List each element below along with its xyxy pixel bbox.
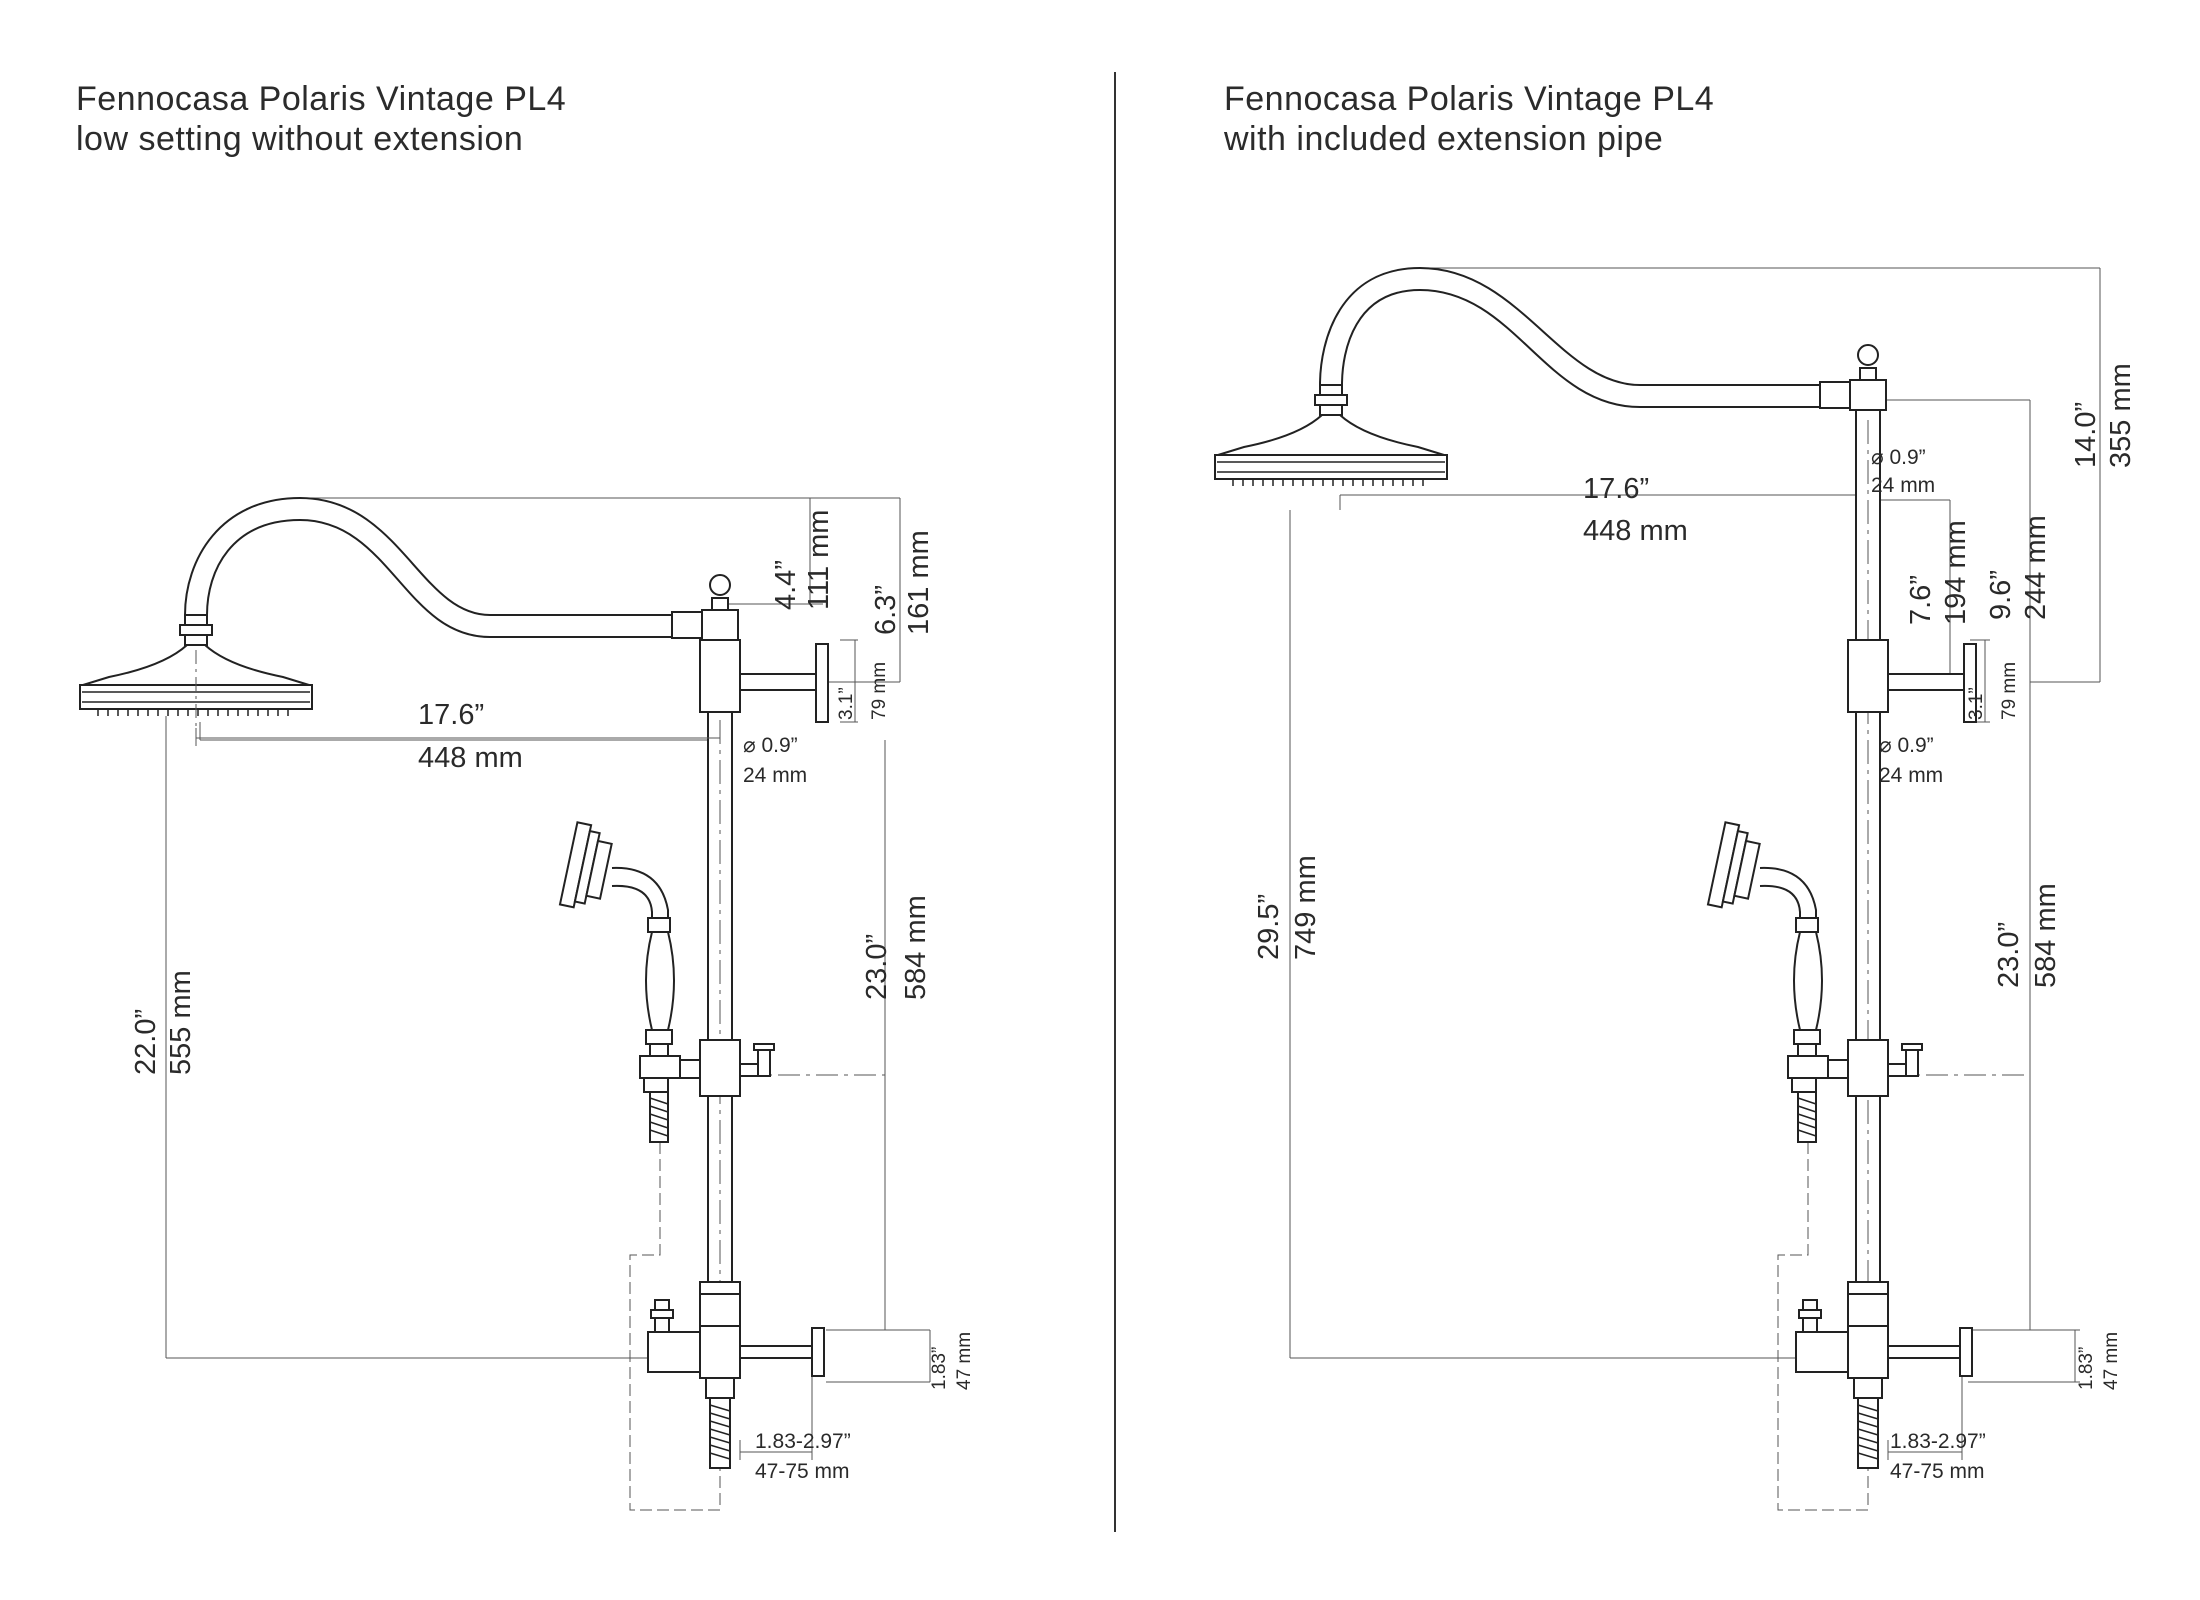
left-assembly [79, 496, 931, 1511]
left-reach-mm: 448 mm [418, 742, 523, 774]
left-arm-rise-mm: 111 mm [803, 510, 835, 610]
right-bracket-mm: 79 mm [1999, 662, 2020, 720]
right-reach-mm: 448 mm [1583, 515, 1688, 547]
right-rail-height-mm: 584 mm [2030, 883, 2062, 988]
left-reach-in: 17.6” [418, 699, 484, 731]
right-bracket-in: 3.1” [1966, 687, 1987, 720]
right-rail-dia-mm: 24 mm [1879, 764, 1943, 787]
left-bracket-mm: 79 mm [869, 662, 890, 720]
left-offset-in: 1.83-2.97” [755, 1430, 851, 1453]
left-title-line1: Fennocasa Polaris Vintage PL4 [76, 80, 567, 118]
right-upper-total-mm: 244 mm [2020, 515, 2052, 620]
right-ext-dia-in: ⌀ 0.9” [1871, 446, 1926, 469]
right-assembly [1214, 266, 2101, 1511]
right-head-height-mm: 749 mm [1290, 855, 1322, 960]
right-offset-mm: 47-75 mm [1890, 1460, 1985, 1483]
left-offset-mm: 47-75 mm [755, 1460, 850, 1483]
right-title-line2: with included extension pipe [1224, 120, 1664, 158]
left-arm-total-mm: 161 mm [903, 530, 935, 635]
right-reach-in: 17.6” [1583, 473, 1649, 505]
right-upper-total-in: 9.6” [1985, 570, 2017, 620]
right-arm-total-in: 14.0” [2070, 402, 2102, 468]
right-upper-rail-in: 7.6” [1905, 575, 1937, 625]
right-outlet-mm: 47 mm [2101, 1332, 2122, 1390]
left-rail-height-in: 23.0” [861, 934, 893, 1000]
left-dimensions: 4.4” 111 mm 6.3” 161 mm 3.1” 79 mm 17.6”… [130, 510, 975, 1483]
right-head-height-in: 29.5” [1253, 894, 1285, 960]
left-head-height-mm: 555 mm [165, 970, 197, 1075]
right-offset-in: 1.83-2.97” [1890, 1430, 1986, 1453]
left-title-line2: low setting without extension [76, 120, 524, 158]
right-arm-total-mm: 355 mm [2105, 363, 2137, 468]
left-head-height-in: 22.0” [130, 1009, 162, 1075]
left-rail-dia-mm: 24 mm [743, 764, 807, 787]
right-ext-dia-mm: 24 mm [1871, 474, 1935, 497]
right-rail-dia-in: ⌀ 0.9” [1879, 734, 1934, 757]
left-bracket-in: 3.1” [836, 687, 857, 720]
left-arm-rise-in: 4.4” [770, 560, 802, 610]
left-rail-height-mm: 584 mm [900, 895, 932, 1000]
right-upper-rail-mm: 194 mm [1940, 520, 1972, 625]
right-rail-height-in: 23.0” [1993, 922, 2025, 988]
left-rail-dia-in: ⌀ 0.9” [743, 734, 798, 757]
right-dimensions: 14.0” 355 mm 7.6” 194 mm 9.6” 244 mm 3.1… [1253, 363, 2137, 1483]
right-outlet-in: 1.83” [2076, 1347, 2097, 1390]
left-arm-total-in: 6.3” [870, 585, 902, 635]
right-title-line1: Fennocasa Polaris Vintage PL4 [1224, 80, 1715, 118]
left-outlet-mm: 47 mm [954, 1332, 975, 1390]
left-outlet-in: 1.83” [929, 1347, 950, 1390]
